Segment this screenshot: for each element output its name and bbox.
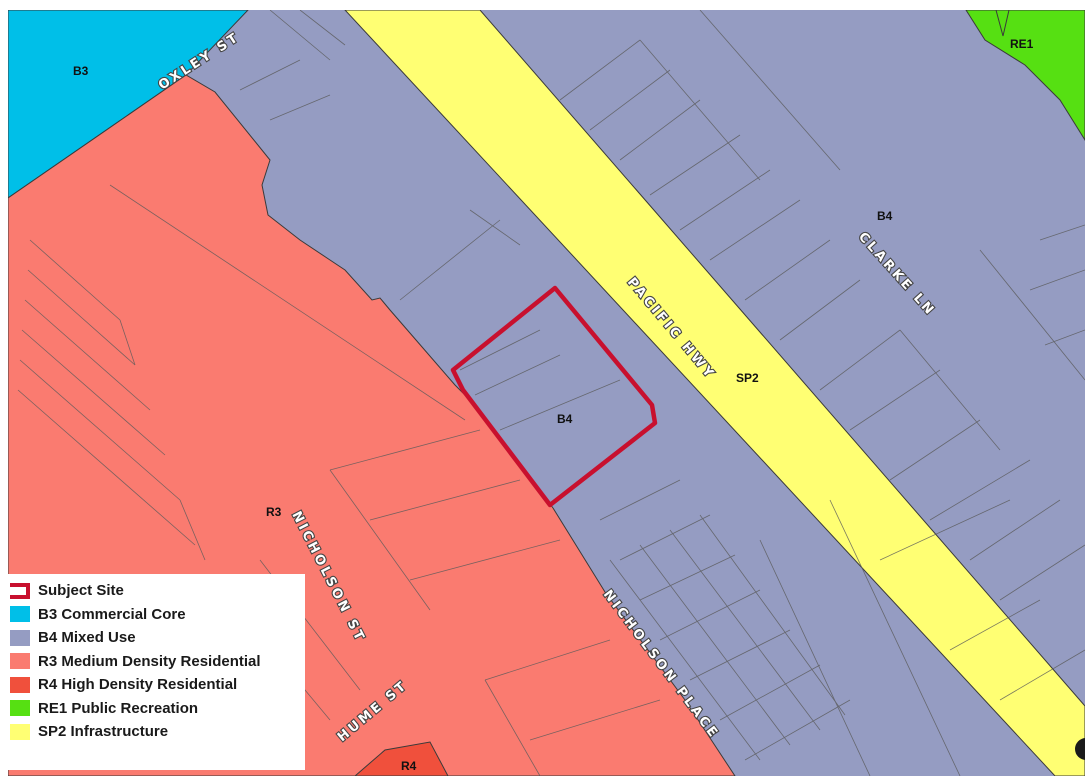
r3-swatch bbox=[10, 653, 30, 670]
zone-sp2-area bbox=[344, 10, 1085, 776]
zone-r4-area bbox=[354, 741, 449, 776]
legend-item-r4: R4 High Density Residential bbox=[10, 673, 305, 697]
re1-inner-line bbox=[995, 10, 1010, 37]
legend-item-b4: B4 Mixed Use bbox=[10, 626, 305, 650]
re1-swatch bbox=[10, 700, 30, 717]
zone-re1-area bbox=[965, 10, 1085, 141]
legend-label: R4 High Density Residential bbox=[38, 676, 238, 694]
zone-label-b3: B3 bbox=[73, 64, 89, 78]
subject-site-outline bbox=[450, 285, 658, 508]
legend-label: Subject Site bbox=[38, 582, 124, 600]
b4-swatch bbox=[10, 629, 30, 646]
legend-label: RE1 Public Recreation bbox=[38, 699, 199, 717]
zone-label-re1: RE1 bbox=[1010, 37, 1034, 51]
zone-label-r4: R4 bbox=[401, 759, 417, 773]
legend-item-r3: R3 Medium Density Residential bbox=[10, 650, 305, 674]
b3-swatch bbox=[10, 606, 30, 623]
legend-item-sp2: SP2 Infrastructure bbox=[10, 720, 305, 744]
lot-boundaries bbox=[17, 10, 1085, 776]
zone-label-sp2: SP2 bbox=[736, 371, 759, 385]
map-legend: Subject Site B3 Commercial Core B4 Mixed… bbox=[8, 574, 305, 770]
legend-label: B3 Commercial Core bbox=[38, 605, 186, 623]
legend-label: B4 Mixed Use bbox=[38, 629, 136, 647]
legend-label: SP2 Infrastructure bbox=[38, 723, 169, 741]
zone-label-b4-top: B4 bbox=[877, 209, 893, 223]
subject-site-swatch bbox=[10, 582, 30, 599]
legend-item-subject-site: Subject Site bbox=[10, 579, 305, 603]
zone-label-r3: R3 bbox=[266, 505, 282, 519]
map-corner-button[interactable] bbox=[1075, 738, 1085, 760]
legend-item-b3: B3 Commercial Core bbox=[10, 603, 305, 627]
zone-label-b4-site: B4 bbox=[557, 412, 573, 426]
r4-swatch bbox=[10, 676, 30, 693]
sp2-swatch bbox=[10, 723, 30, 740]
legend-label: R3 Medium Density Residential bbox=[38, 652, 261, 670]
legend-item-re1: RE1 Public Recreation bbox=[10, 697, 305, 721]
